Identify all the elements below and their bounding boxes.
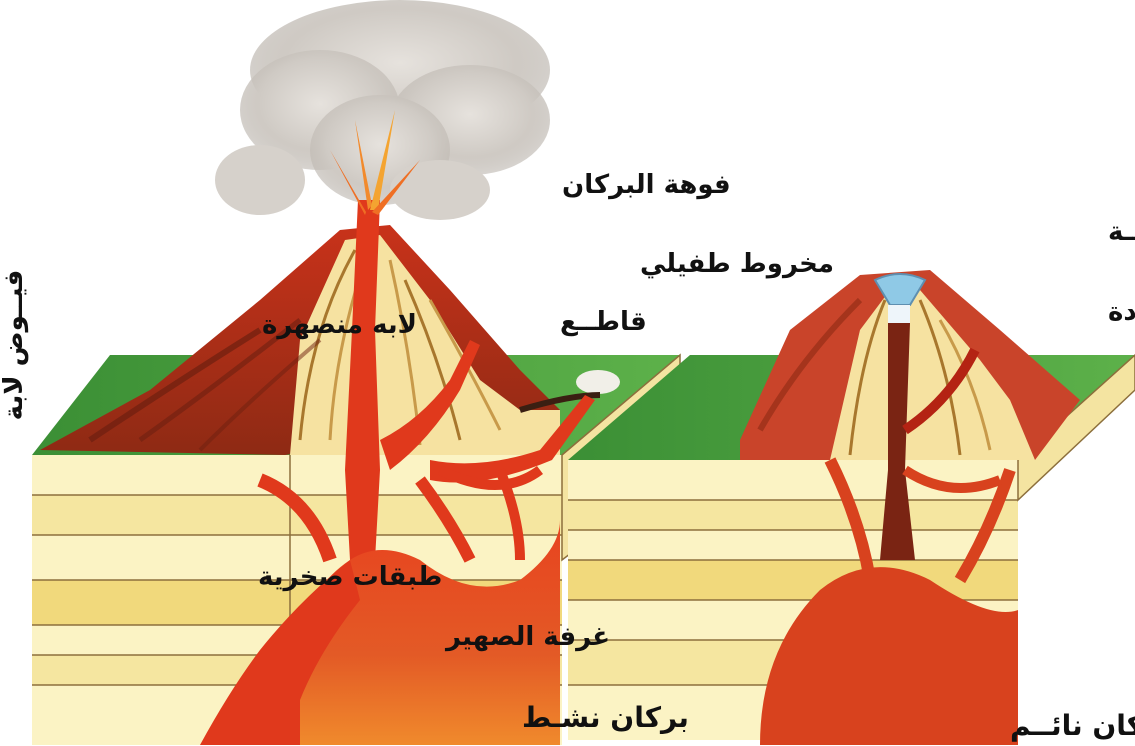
dormant-volcano-block	[568, 270, 1135, 745]
label-active-volcano: بركان نشـط	[522, 701, 689, 734]
active-cone	[40, 225, 560, 455]
plug-shape	[888, 305, 910, 323]
label-dormant-volcano: بركان نائــم	[1010, 709, 1135, 742]
label-rock-layers: طبقات صخرية	[258, 562, 442, 592]
label-dike: قاطــع	[560, 307, 647, 337]
label-lava-flood: فيــوض لابة	[0, 270, 29, 421]
label-magma-chamber: غرفة الصهير	[444, 622, 610, 652]
label-crater: فوهة البركان	[562, 170, 731, 200]
smoke-plume	[215, 0, 550, 220]
label-parasitic-cone: مخروط طفيلي	[640, 249, 834, 279]
label-molten-lava: لابه منصهرة	[262, 310, 417, 340]
label-crater-lake: بحـيرة الفوهــة	[1108, 217, 1135, 247]
label-plug: ســدادة	[1108, 297, 1135, 327]
